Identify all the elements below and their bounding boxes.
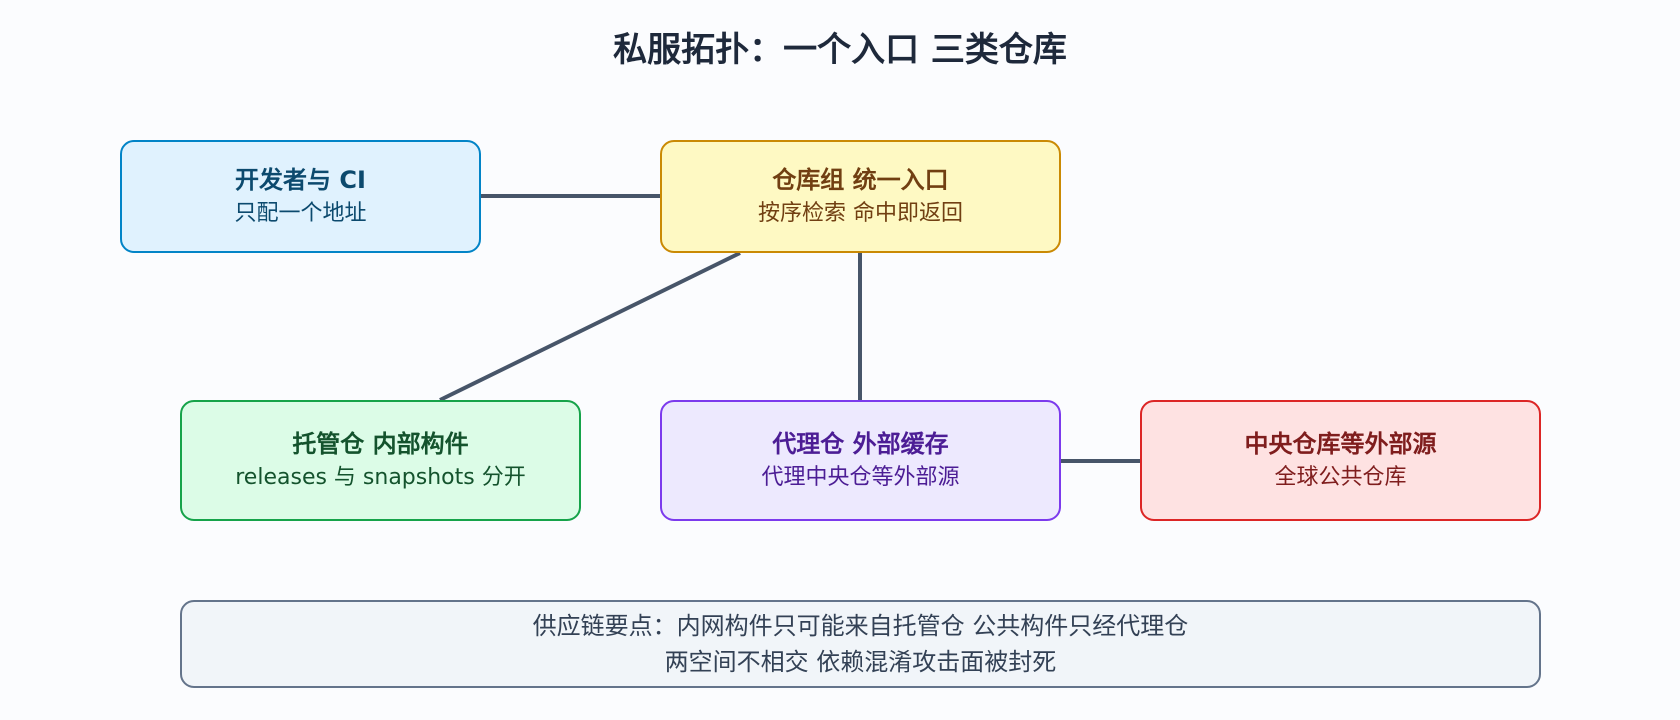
node-central-subtitle: 全球公共仓库 — [1274, 464, 1407, 490]
node-developers-title: 开发者与 CI — [235, 165, 366, 194]
diagram-title: 私服拓扑：一个入口 三类仓库 — [613, 30, 1067, 70]
node-group-title: 仓库组 统一入口 — [772, 165, 949, 194]
supply-chain-note: 供应链要点：内网构件只可能来自托管仓 公共构件只经代理仓 两空间不相交 依赖混淆… — [180, 600, 1541, 688]
node-group-subtitle: 按序检索 命中即返回 — [758, 200, 963, 226]
node-developers-subtitle: 只配一个地址 — [234, 200, 367, 226]
node-hosted-repository: 托管仓 内部构件 releases 与 snapshots 分开 — [180, 400, 581, 521]
node-central-repository: 中央仓库等外部源 全球公共仓库 — [1140, 400, 1541, 521]
note-line-1: 供应链要点：内网构件只可能来自托管仓 公共构件只经代理仓 — [532, 612, 1189, 640]
node-proxy-title: 代理仓 外部缓存 — [772, 429, 949, 458]
node-developers: 开发者与 CI 只配一个地址 — [120, 140, 481, 253]
edge-group-hosted — [439, 251, 741, 402]
node-proxy-subtitle: 代理中央仓等外部源 — [761, 464, 960, 490]
node-hosted-title: 托管仓 内部构件 — [292, 429, 469, 458]
note-line-2: 两空间不相交 依赖混淆攻击面被封死 — [664, 648, 1057, 676]
node-proxy-repository: 代理仓 外部缓存 代理中央仓等外部源 — [660, 400, 1061, 521]
node-hosted-subtitle: releases 与 snapshots 分开 — [235, 464, 526, 490]
node-repository-group: 仓库组 统一入口 按序检索 命中即返回 — [660, 140, 1061, 253]
node-central-title: 中央仓库等外部源 — [1244, 429, 1437, 458]
